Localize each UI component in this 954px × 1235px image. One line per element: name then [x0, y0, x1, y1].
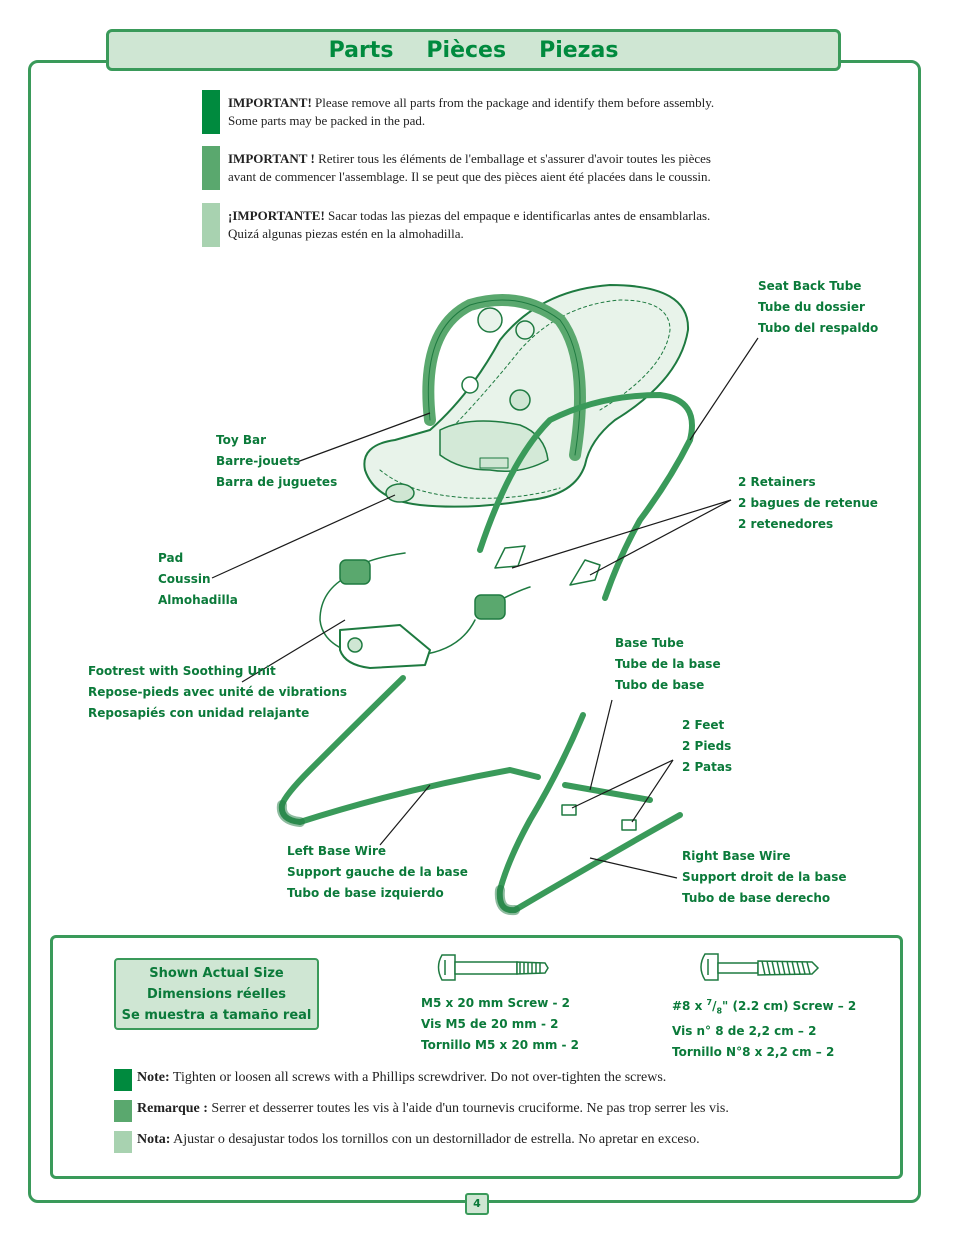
- label-left-base-wire: Left Base Wire Support gauche de la base…: [287, 844, 468, 900]
- label-pad: Pad Coussin Almohadilla: [158, 551, 238, 607]
- leader-feet-2: [631, 759, 674, 823]
- retainer-left: [494, 545, 526, 569]
- label-m5-screw: M5 x 20 mm Screw - 2 Vis M5 de 20 mm - 2…: [421, 996, 580, 1052]
- seat-back-tube: [477, 392, 695, 601]
- leader-retainer-2: [589, 499, 732, 576]
- leader-seat-back-tube: [689, 337, 759, 441]
- parts-illustration: [211, 284, 759, 916]
- color-bar-light: [202, 203, 220, 247]
- label-right-base-wire: Right Base Wire Support droit de la base…: [682, 849, 847, 905]
- title-spanish: Piezas: [539, 37, 619, 63]
- retainer-right: [569, 559, 601, 586]
- label-footrest: Footrest with Soothing Unit Repose-pieds…: [88, 664, 348, 720]
- page-number: 4: [465, 1193, 489, 1215]
- foot-left: [561, 804, 577, 816]
- title-bar: Parts Pièces Piezas: [106, 29, 841, 71]
- hardware-box: [50, 935, 903, 1179]
- label-base-tube: Base Tube Tube de la base Tubo de base: [615, 636, 721, 692]
- leader-base-tube: [589, 699, 613, 791]
- actual-size-badge: Shown Actual Size Dimensions réelles Se …: [114, 958, 319, 1030]
- color-bar-medium: [202, 146, 220, 190]
- leader-footrest: [241, 619, 346, 683]
- color-bar-dark: [202, 90, 220, 134]
- color-bar-light: [114, 1131, 132, 1153]
- foot-right: [621, 819, 637, 831]
- leader-right-base-wire: [589, 857, 678, 879]
- footrest-cord: [319, 552, 531, 656]
- leader-feet-1: [571, 759, 674, 809]
- right-base-wire: [496, 712, 683, 914]
- label-feet: 2 Feet 2 Pieds 2 Patas: [682, 718, 733, 774]
- color-bar-dark: [114, 1069, 132, 1091]
- title-french: Pièces: [426, 37, 507, 63]
- label-seat-back-tube: Seat Back Tube Tube du dossier Tubo del …: [758, 279, 879, 335]
- label-retainers: 2 Retainers 2 bagues de retenue 2 retene…: [738, 475, 878, 531]
- base-tube: [562, 782, 653, 803]
- leader-retainer-1: [511, 499, 732, 569]
- label-screw-8: #8 x 7/8" (2.2 cm) Screw – 2 Vis n° 8 de…: [672, 998, 857, 1060]
- leader-left-base-wire: [379, 784, 431, 846]
- leader-pad: [211, 494, 396, 579]
- footrest-unit: [339, 624, 431, 669]
- title-english: Parts: [328, 37, 394, 63]
- color-bar-medium: [114, 1100, 132, 1122]
- label-toy-bar: Toy Bar Barre-jouets Barra de juguetes: [216, 433, 338, 489]
- leader-toy-bar: [296, 412, 431, 463]
